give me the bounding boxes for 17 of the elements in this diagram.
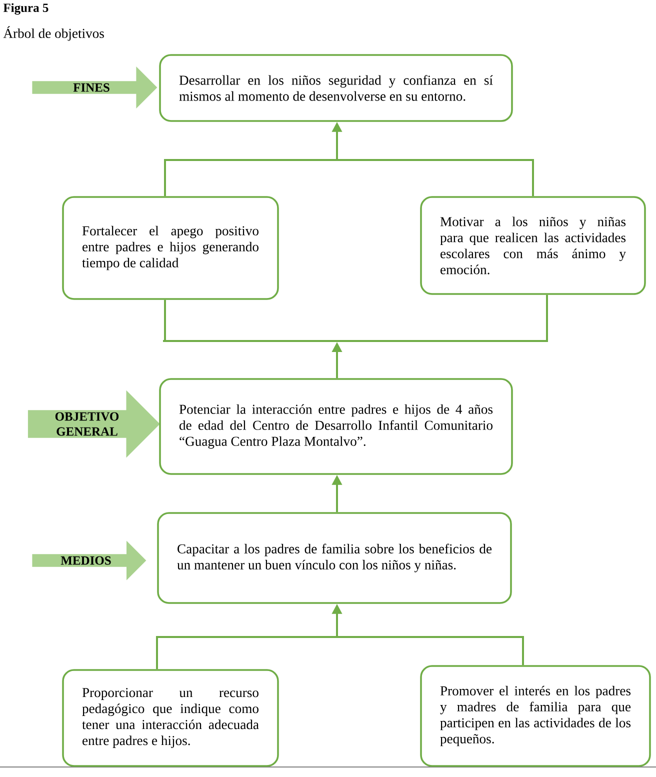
connector-line (164, 161, 166, 196)
objective-box: Capacitar a los padres de familia sobre los beneficios de un mantener un buen vínculo con los niños y niñas. (157, 512, 512, 604)
objective-box: Promover el interés en los padres y madres de familia para que participen en las actividades de los pequeños. (420, 665, 651, 767)
connector-line (164, 300, 166, 340)
objective-box: Motivar a los niños y niñas para que realicen las actividades escolares con más ánimo y emoción. (420, 196, 646, 295)
objective-box: Potenciar la interacción entre padres e hijos de 4 años de edad del Centro de Desarrollo Infantil Comunitario “Guagua Centro Plaza Montalvo”. (159, 378, 513, 475)
connector-line (522, 638, 524, 666)
figure-title: Figura 5 (3, 3, 48, 15)
figure-caption: Árbol de objetivos (3, 26, 104, 41)
connector-line (546, 294, 548, 340)
objective-box: Proporcionar un recurso pedagógico que indique como tener una interacción adecuada entre padres e hijos. (62, 669, 279, 767)
connector-bar (164, 159, 534, 161)
objective-box: Fortalecer el apego positivo entre padres e hijos generando tiempo de calidad (62, 196, 279, 300)
connector-line (532, 161, 534, 196)
connector-line (156, 638, 158, 670)
connector-bar (156, 636, 524, 638)
objective-box: Desarrollar en los niños seguridad y confianza en sí mismos al momento de desenvolverse en su entorno. (159, 54, 513, 122)
